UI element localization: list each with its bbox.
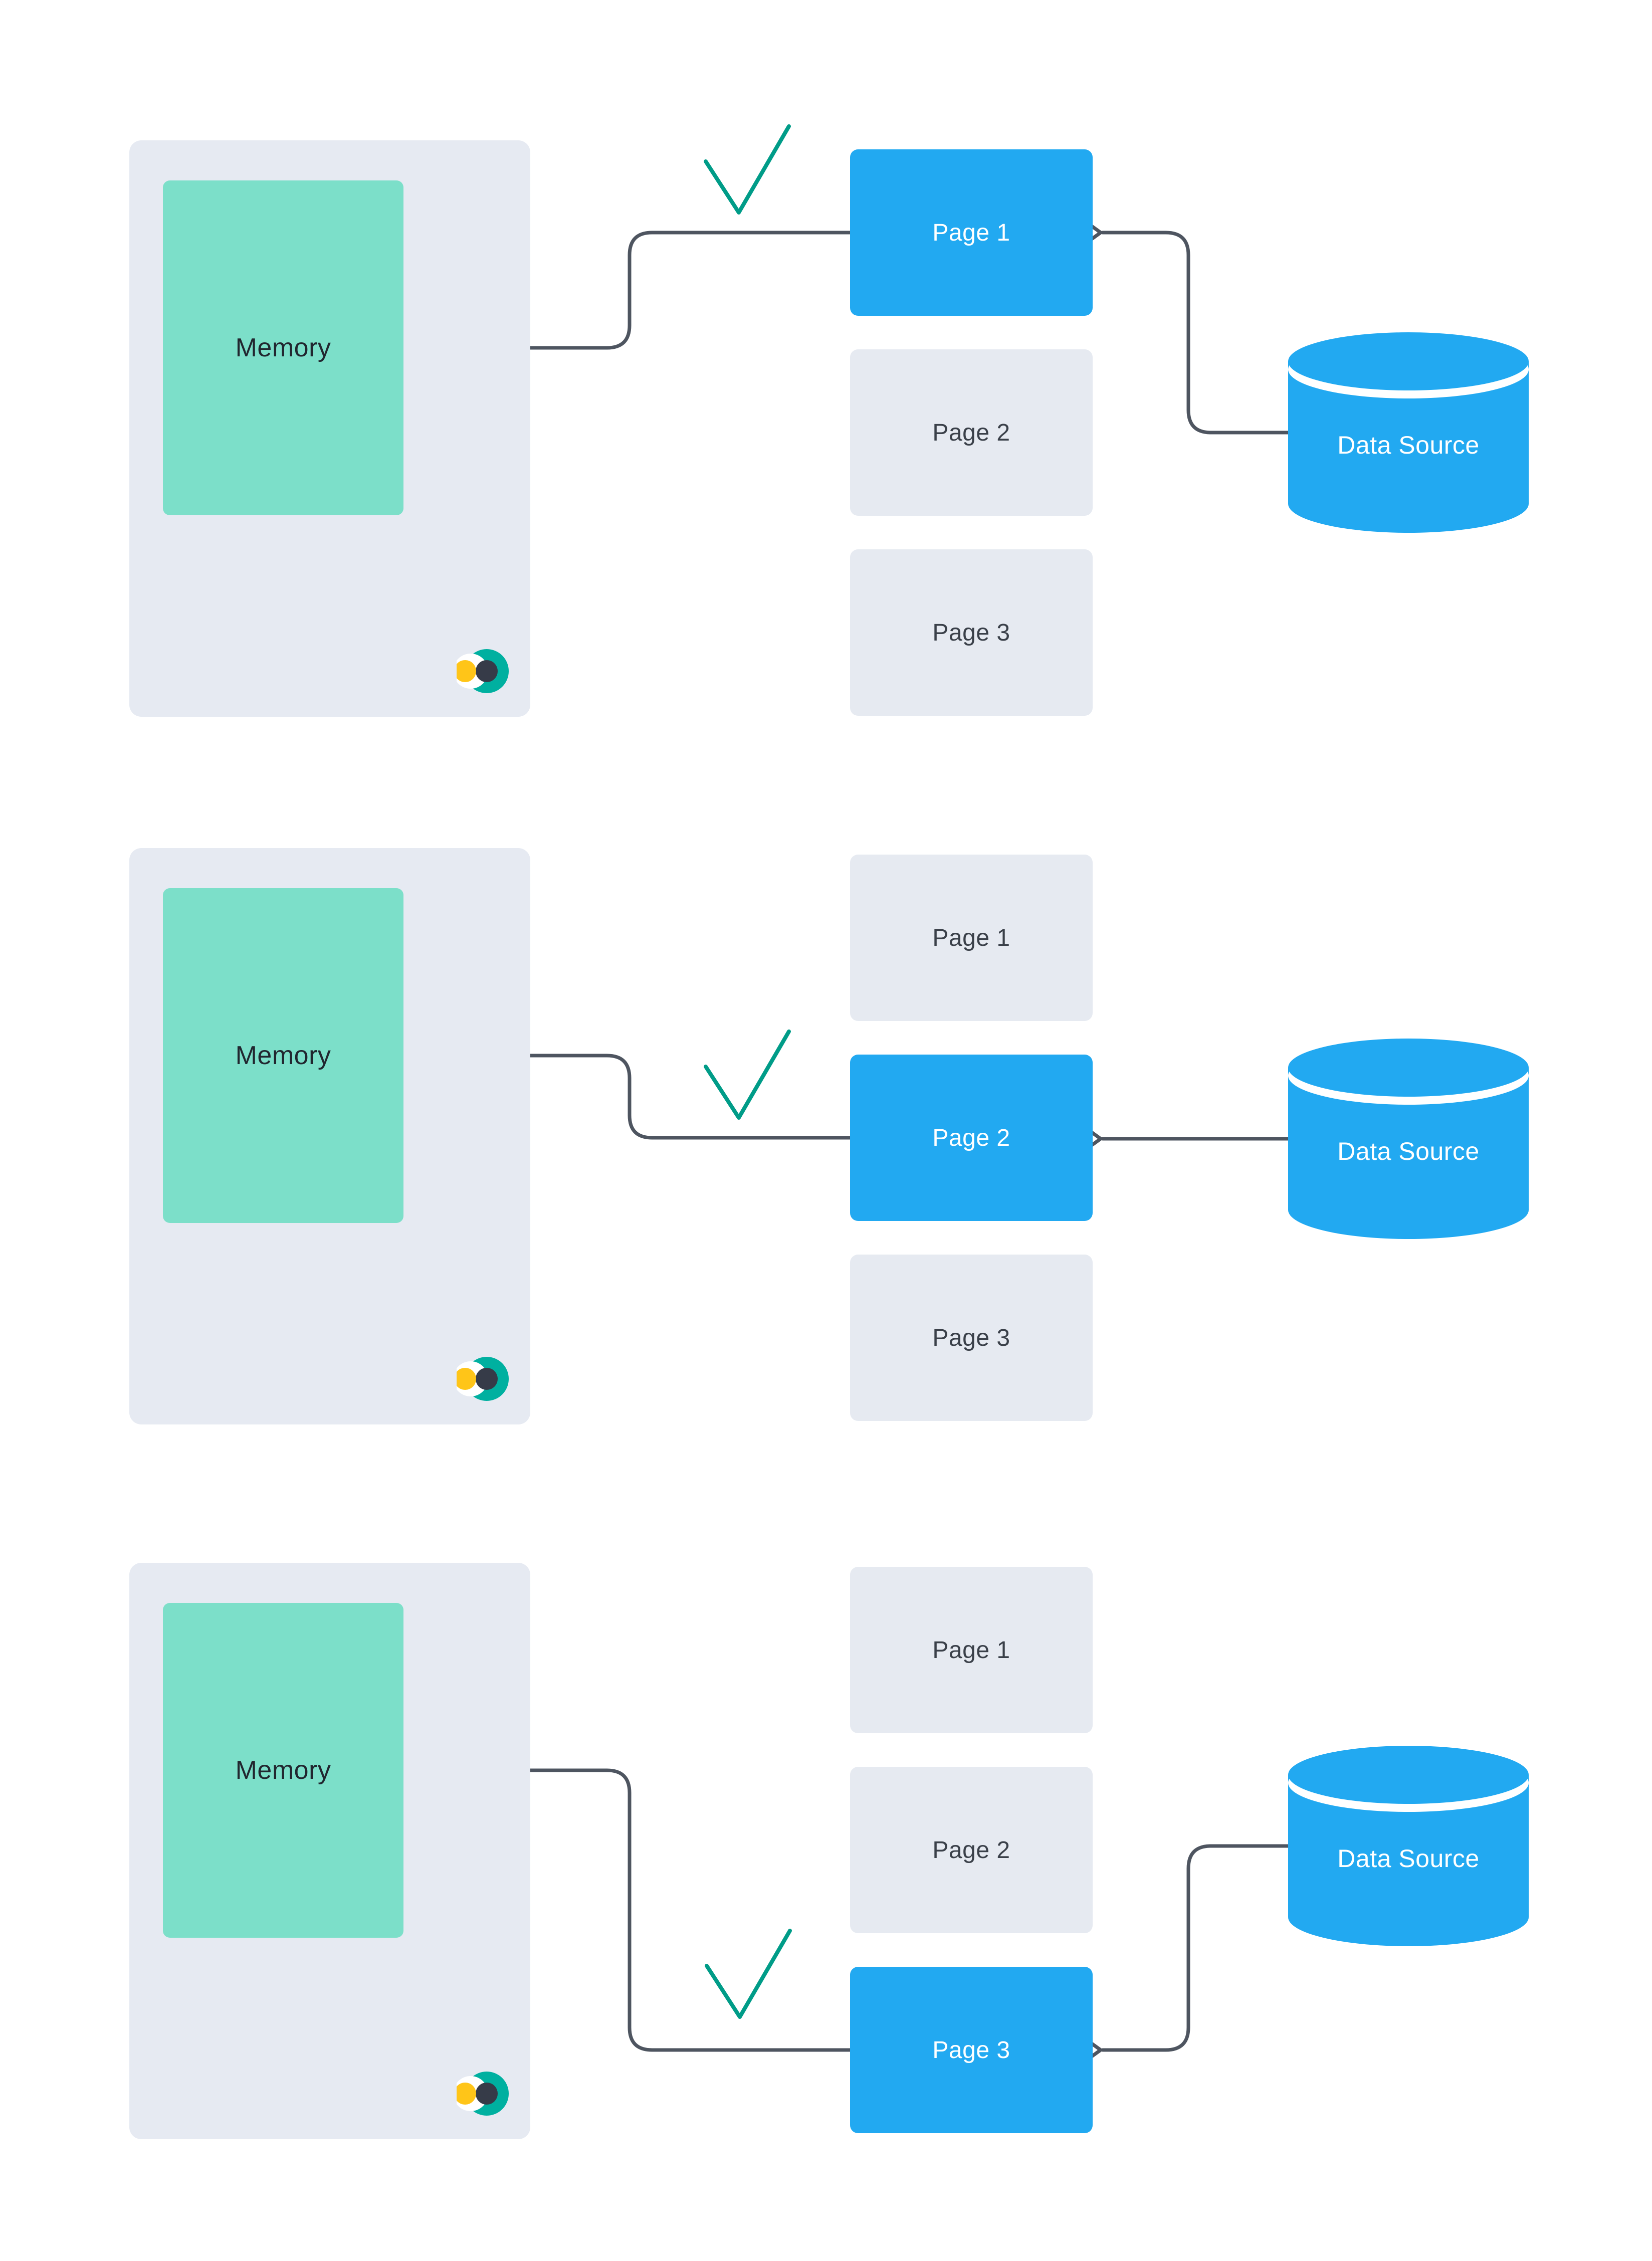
data-source-cylinder: Data Source [1288, 1039, 1529, 1239]
memory-box: Memory [163, 888, 403, 1223]
page-box: Page 2 [850, 349, 1093, 516]
database-icon [1288, 1039, 1529, 1239]
page-box: Page 1 [850, 1567, 1093, 1733]
page-box: Page 3 [850, 1255, 1093, 1421]
data-source-label: Data Source [1337, 431, 1480, 459]
page-label: Page 2 [932, 1124, 1010, 1151]
page-box: Page 1 [850, 855, 1093, 1021]
memory-panel: Memory [129, 848, 530, 1424]
page-box-active: Page 3 [850, 1967, 1093, 2133]
memory-panel: Memory [129, 140, 530, 717]
page-box: Page 3 [850, 549, 1093, 716]
page-label: Page 1 [932, 1636, 1010, 1664]
memory-box: Memory [163, 180, 403, 515]
eclipse-logo-icon [457, 2072, 509, 2116]
eclipse-logo-icon [457, 649, 509, 693]
page-label: Page 2 [932, 419, 1010, 446]
memory-label: Memory [235, 1756, 331, 1785]
data-source-cylinder: Data Source [1288, 332, 1529, 533]
database-icon [1288, 332, 1529, 533]
memory-box: Memory [163, 1603, 403, 1938]
checkmark-icon [704, 124, 791, 215]
memory-label: Memory [235, 1041, 331, 1070]
arrow-datasource-to-page1 [1081, 218, 1290, 435]
page-label: Page 2 [932, 1836, 1010, 1864]
checkmark-icon [705, 1929, 792, 2019]
page-label: Page 3 [932, 619, 1010, 646]
page-box: Page 2 [850, 1767, 1093, 1933]
page-label: Page 1 [932, 924, 1010, 951]
memory-panel: Memory [129, 1563, 530, 2139]
page-label: Page 3 [932, 1324, 1010, 1351]
arrow-datasource-to-page3 [1081, 1844, 1290, 2065]
data-source-label: Data Source [1337, 1844, 1480, 1873]
data-source-label: Data Source [1337, 1137, 1480, 1165]
page-label: Page 1 [932, 219, 1010, 246]
page-box-active: Page 2 [850, 1055, 1093, 1221]
data-source-cylinder: Data Source [1288, 1746, 1529, 1946]
memory-label: Memory [235, 333, 331, 362]
page-label: Page 3 [932, 2036, 1010, 2064]
checkmark-icon [704, 1030, 791, 1120]
page-box-active: Page 1 [850, 149, 1093, 316]
database-icon [1288, 1746, 1529, 1946]
eclipse-logo-icon [457, 1357, 509, 1401]
